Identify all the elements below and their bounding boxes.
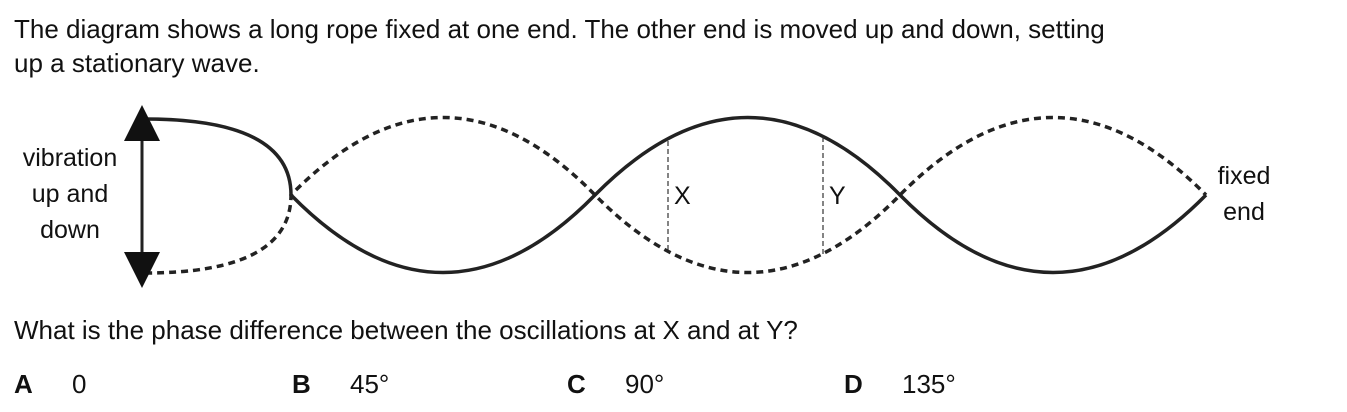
option-d-value: 135°	[902, 369, 956, 399]
fixed-end-label-line-1: fixed	[1217, 162, 1271, 190]
option-c-letter: C	[567, 369, 586, 399]
option-d[interactable]: D 135°	[844, 367, 956, 401]
fixed-end-label-line-2: end	[1223, 198, 1265, 226]
option-b-value: 45°	[350, 369, 390, 399]
stationary-wave-diagram	[124, 105, 1208, 288]
rope-solid-curve	[144, 115, 1208, 275]
point-y-label: Y	[829, 182, 846, 210]
option-a-letter: A	[14, 369, 33, 399]
option-b-letter: B	[292, 369, 311, 399]
fixed-end-label: fixed end	[1200, 158, 1288, 230]
option-d-letter: D	[844, 369, 863, 399]
question-text: What is the phase difference between the…	[14, 315, 798, 345]
option-a-value: 0	[72, 369, 87, 399]
intro-text: The diagram shows a long rope fixed at o…	[14, 12, 1336, 80]
intro-line-2: up a stationary wave.	[14, 48, 260, 78]
option-c-value: 90°	[625, 369, 665, 399]
vibration-label: vibration up and down	[6, 140, 134, 248]
option-b[interactable]: B 45°	[292, 367, 389, 401]
rope-dashed-curve	[144, 115, 1208, 275]
option-c[interactable]: C 90°	[567, 367, 664, 401]
vibration-label-line-2: up and	[31, 180, 109, 208]
vibration-label-line-1: vibration	[22, 144, 118, 172]
option-a[interactable]: A 0	[14, 367, 86, 401]
vibration-label-line-3: down	[40, 216, 100, 244]
intro-line-1: The diagram shows a long rope fixed at o…	[14, 14, 1105, 44]
point-x-label: X	[674, 182, 691, 210]
